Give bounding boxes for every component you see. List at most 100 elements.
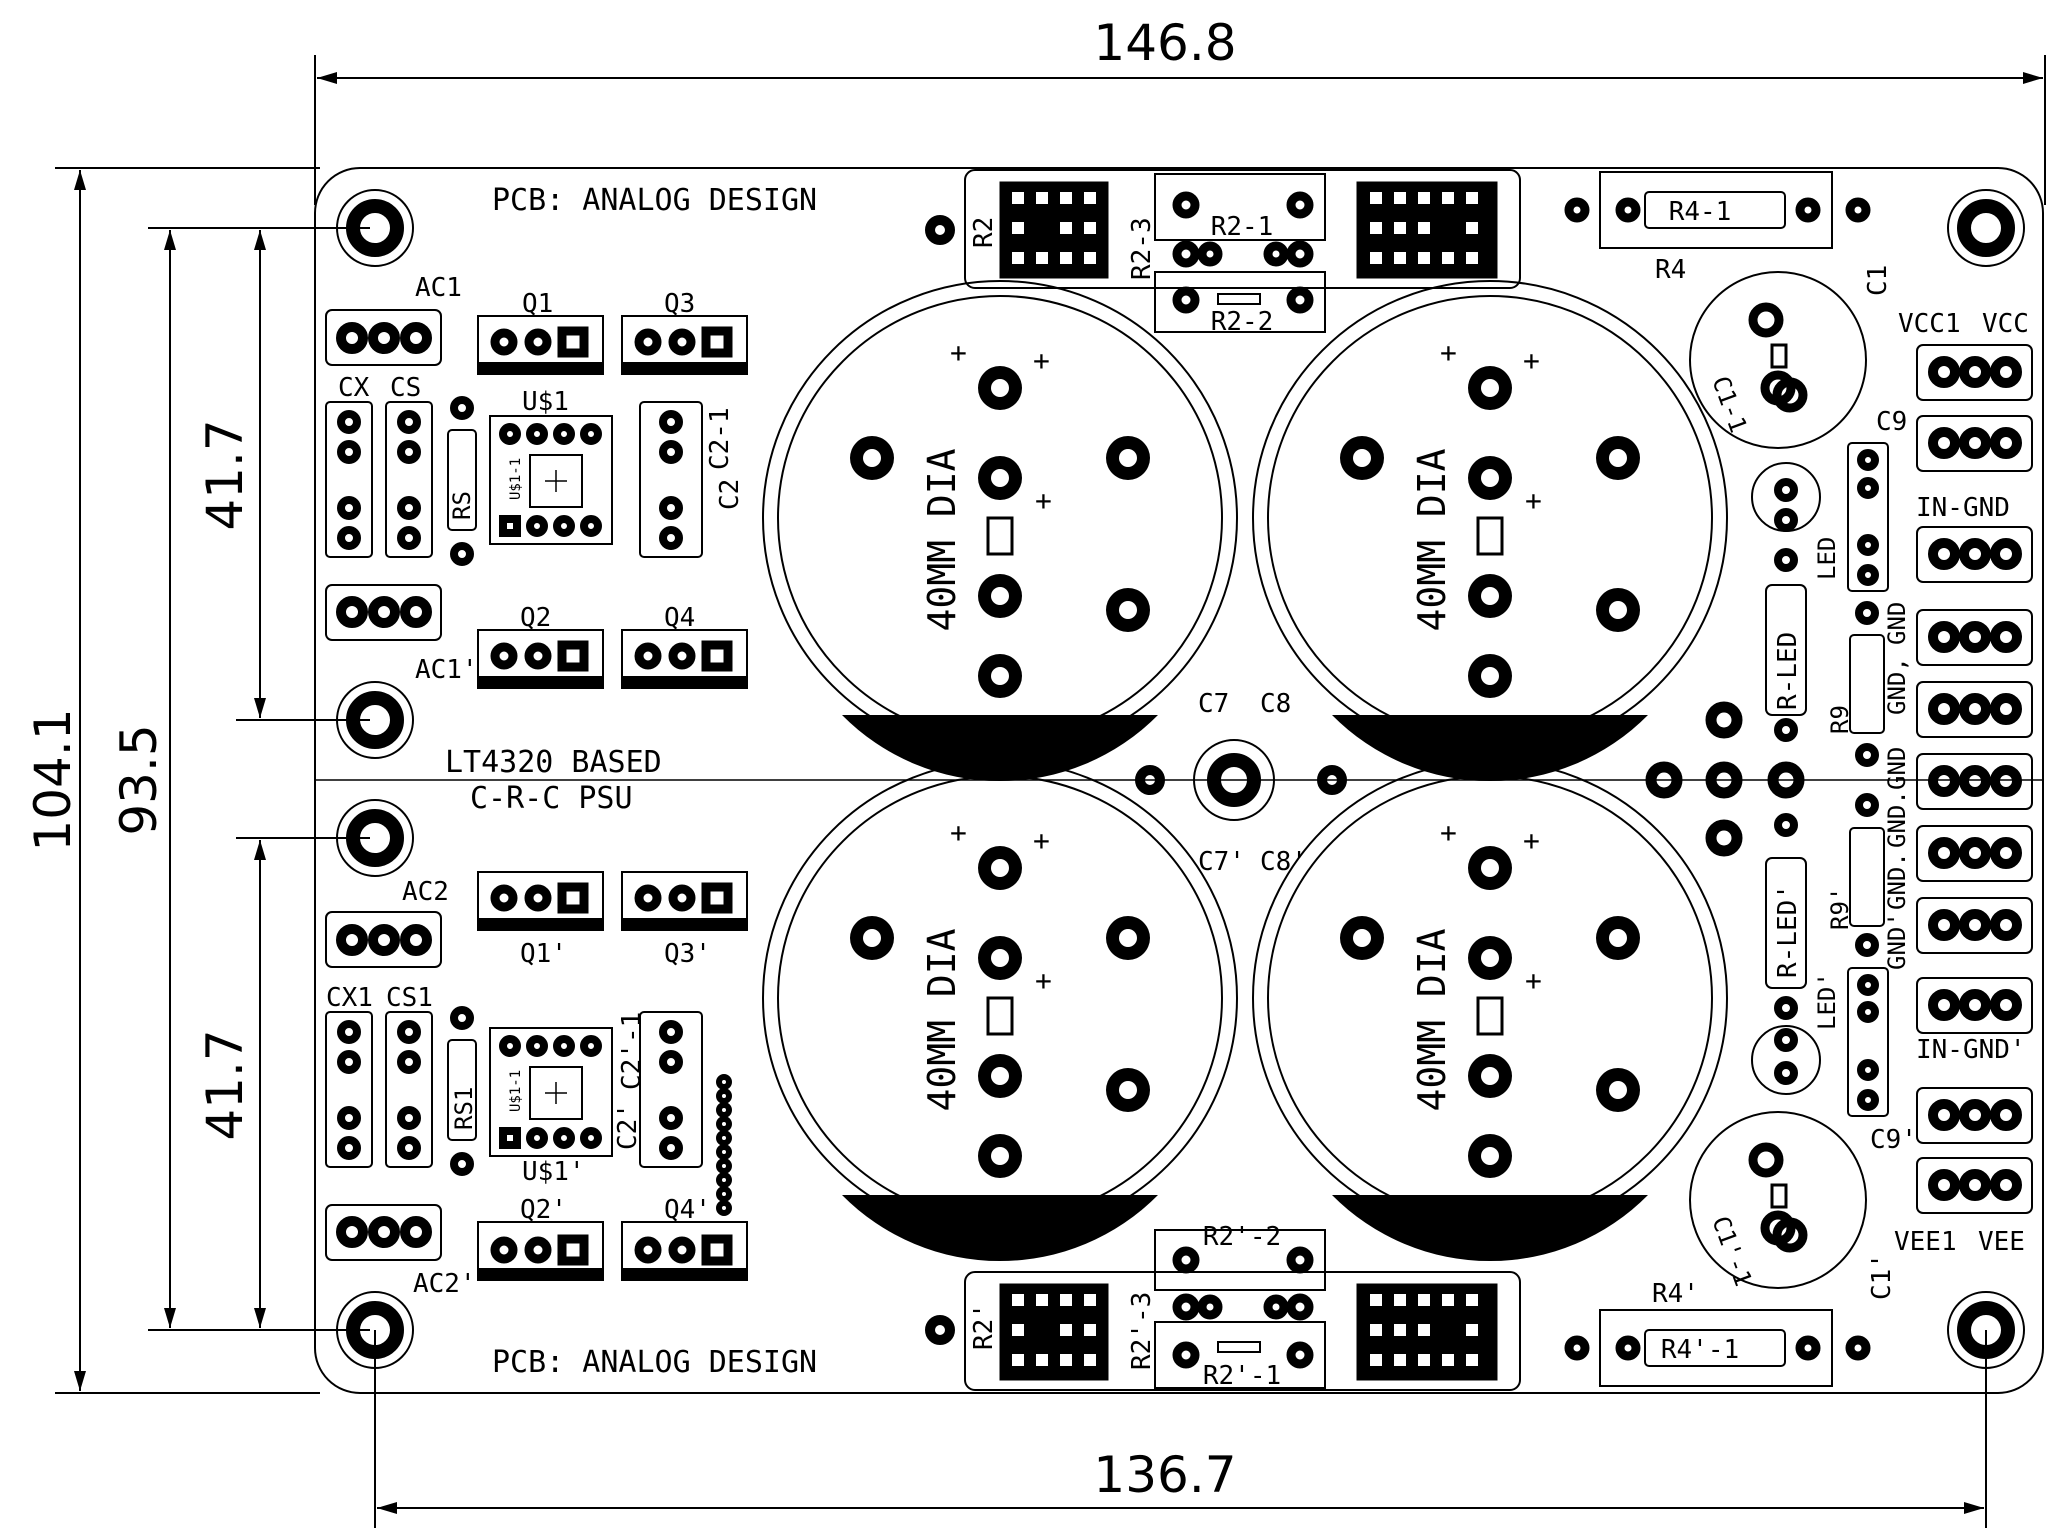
- svg-text:+: +: [950, 336, 967, 369]
- gnd-pad-cluster: [1645, 701, 1805, 857]
- rs-resistor: [447, 396, 477, 566]
- label-r4p: R4': [1652, 1279, 1699, 1309]
- label-us1-1p: U$1-1: [508, 1070, 524, 1112]
- label-rs: RS: [448, 491, 476, 520]
- mounting-holes: [336, 189, 2025, 1369]
- label-q1: Q1: [522, 289, 553, 319]
- label-gnd-d: GND.: [1883, 790, 1911, 848]
- label-r2-1: R2-1: [1211, 212, 1274, 242]
- label-q4p: Q4': [664, 1195, 711, 1225]
- q3p-transistor: [621, 871, 748, 931]
- label-r-ledp: R-LED': [1773, 884, 1803, 978]
- right-connectors: [1916, 344, 2033, 1214]
- label-rs1: RS1: [450, 1087, 478, 1130]
- pcb-title-top: PCB: ANALOG DESIGN: [492, 183, 817, 218]
- label-r4: R4: [1655, 255, 1686, 285]
- based-line-2: C-R-C PSU: [470, 781, 633, 816]
- cap-top-right: + + + 40MM DIA: [1252, 280, 1728, 782]
- q2p-transistor: [477, 1221, 604, 1281]
- cap-bottom-right: +++ 40MM DIA: [1252, 760, 1728, 1262]
- rs1-resistor: [447, 1006, 477, 1176]
- label-c1p: C1': [1867, 1253, 1897, 1300]
- dim-lower-half: 41.7: [196, 1029, 254, 1140]
- label-q3p: Q3': [664, 939, 711, 969]
- ac2-connector: [325, 911, 442, 968]
- label-ac1: AC1: [415, 273, 462, 303]
- label-q2p: Q2': [520, 1195, 567, 1225]
- q3-transistor: [621, 315, 748, 375]
- label-led: LED: [1813, 537, 1841, 580]
- c7-c8-capacitors: [1135, 739, 1347, 821]
- svg-text:+: +: [1440, 336, 1457, 369]
- label-c9: C9: [1876, 407, 1907, 437]
- c1p-capacitor: [1689, 1111, 1867, 1289]
- q1-transistor: [477, 315, 604, 375]
- label-q2: Q2: [520, 603, 551, 633]
- svg-text:+: +: [1525, 484, 1542, 517]
- label-c9p: C9': [1870, 1125, 1917, 1155]
- label-c8: C8: [1260, 689, 1291, 719]
- label-c2p: C2': [613, 1103, 643, 1150]
- label-ledp: LED': [1813, 972, 1841, 1030]
- c1-capacitor: [1689, 271, 1867, 449]
- label-us1-1: U$1-1: [508, 458, 524, 500]
- label-r2p-1: R2'-1: [1203, 1361, 1281, 1391]
- label-us1p: U$1': [522, 1157, 585, 1187]
- label-r-led: R-LED: [1773, 632, 1803, 710]
- label-cx1: CX1: [326, 983, 373, 1013]
- label-r9p: R9': [1826, 887, 1854, 930]
- label-vee1: VEE1: [1894, 1227, 1957, 1257]
- svg-text:+: +: [1440, 816, 1457, 849]
- label-gnd-e: GND.: [1883, 852, 1911, 910]
- dim-upper-half: 41.7: [196, 419, 254, 530]
- label-c1: C1: [1863, 265, 1893, 296]
- label-c1-1: C1-1: [1706, 372, 1752, 436]
- q2-transistor: [477, 629, 604, 689]
- svg-text:+: +: [1523, 824, 1540, 857]
- c2p-capacitor: [639, 1011, 703, 1168]
- label-c2p-1: C2'-1: [617, 1012, 647, 1090]
- label-in-gndp: IN-GND': [1916, 1035, 2026, 1065]
- header-pins: [716, 1074, 732, 1216]
- cap-bottom-left: +++ 40MM DIA: [762, 760, 1238, 1262]
- svg-text:+: +: [1035, 964, 1052, 997]
- led-section: [1751, 442, 1889, 1117]
- label-c8p: C8': [1260, 847, 1307, 877]
- label-gnd-a: GND: [1883, 602, 1911, 645]
- label-q1p: Q1': [520, 939, 567, 969]
- ac1-connector: [325, 309, 442, 366]
- cx-cs-capacitors: [325, 401, 433, 558]
- pcb-title-bottom: PCB: ANALOG DESIGN: [492, 1345, 817, 1380]
- r4-resistor: [1564, 171, 1871, 249]
- label-cs1: CS1: [386, 983, 433, 1013]
- svg-text:+: +: [1523, 344, 1540, 377]
- q4-transistor: [621, 629, 748, 689]
- us1p-chip: [489, 1027, 613, 1157]
- label-cx: CX: [338, 373, 370, 403]
- svg-text:+: +: [950, 816, 967, 849]
- label-vcc: VCC: [1982, 309, 2029, 339]
- ac2p-connector: [325, 1204, 442, 1261]
- q4p-transistor: [621, 1221, 748, 1281]
- label-q3: Q3: [664, 289, 695, 319]
- label-gnd-f: GND': [1883, 912, 1911, 970]
- label-r9: R9: [1826, 705, 1854, 734]
- svg-text:+: +: [1033, 824, 1050, 857]
- r2-resistor-block: [925, 169, 1521, 333]
- label-vee: VEE: [1978, 1227, 2025, 1257]
- label-r2p-3: R2'-3: [1127, 1292, 1157, 1370]
- r2p-resistor-block: [925, 1229, 1521, 1391]
- label-us1: U$1: [522, 387, 569, 417]
- r4p-resistor: [1564, 1309, 1871, 1387]
- cx1-cs1-capacitors: [325, 1011, 433, 1168]
- big-capacitors: +++ 40MM DIA +++ 40MM DIA +++ 40MM DIA: [762, 280, 1728, 1262]
- label-r2-3: R2-3: [1127, 217, 1157, 280]
- cap-top-left: +++ 40MM DIA: [762, 280, 1238, 782]
- label-c7: C7: [1198, 689, 1229, 719]
- label-r4-1: R4-1: [1669, 197, 1732, 227]
- label-c2-1: C2-1: [705, 407, 735, 470]
- label-q4: Q4: [664, 603, 695, 633]
- cap-size-label: 40MM DIA: [1410, 448, 1454, 631]
- label-ac1p: AC1': [415, 655, 478, 685]
- label-c1p-1: C1'-1: [1706, 1212, 1757, 1289]
